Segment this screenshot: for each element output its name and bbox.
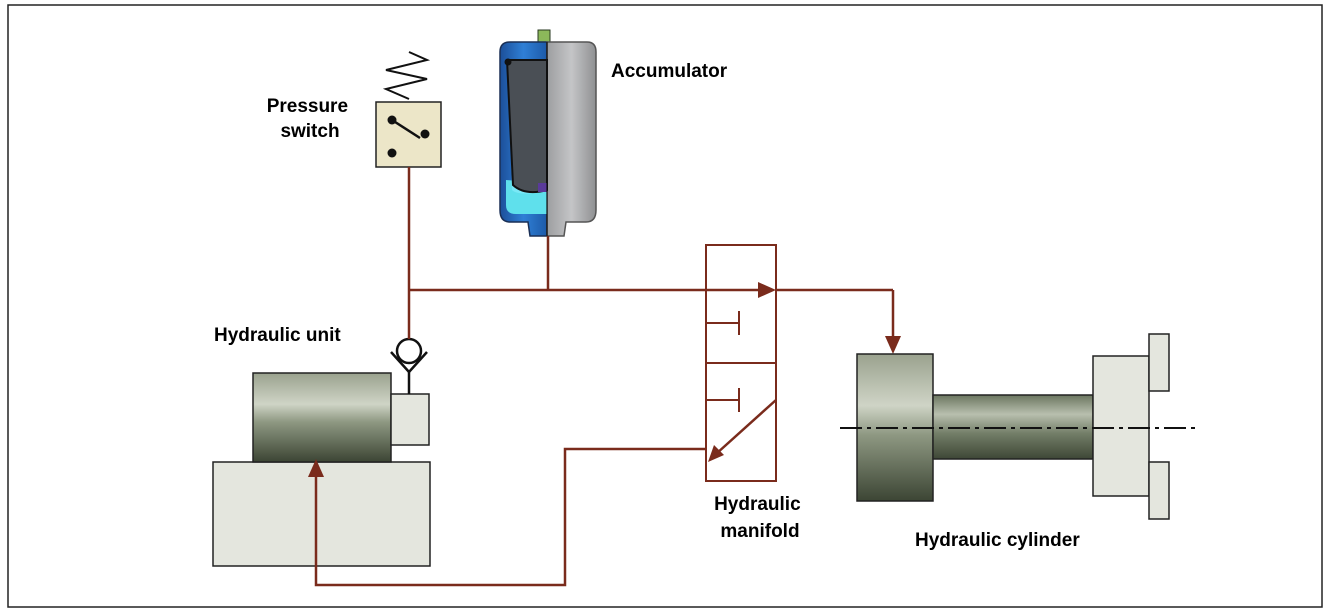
manifold-lower-block <box>705 362 777 482</box>
accumulator-label: Accumulator <box>611 61 728 82</box>
hydraulic-cylinder-label: Hydraulic cylinder <box>915 530 1080 551</box>
pipe-network <box>314 167 895 587</box>
pressure-switch <box>375 51 442 168</box>
check-valve-icon <box>390 337 428 394</box>
pressure-switch-label: Pressure switch <box>267 96 354 142</box>
flow-arrow-icon <box>885 336 901 354</box>
hydraulic-unit-motor <box>252 372 392 463</box>
hydraulic-manifold <box>705 244 777 482</box>
hydraulic-cylinder <box>840 333 1200 520</box>
cylinder-clamp-upper <box>1148 333 1170 392</box>
hydraulic-manifold-label: Hydraulic manifold <box>714 494 806 542</box>
accumulator <box>499 29 597 237</box>
manifold-upper-block <box>705 244 777 364</box>
hydraulic-unit-base <box>212 461 431 567</box>
pressure-switch-box <box>375 101 442 168</box>
pressure-switch-spring-icon <box>382 51 431 100</box>
hydraulic-unit-label: Hydraulic unit <box>214 325 341 346</box>
flow-arrow-icon <box>758 282 776 298</box>
cylinder-clamp-lower <box>1148 461 1170 520</box>
hydraulic-unit <box>212 372 431 567</box>
flow-arrow-icon <box>308 459 324 477</box>
hydraulic-unit-pump-block <box>390 393 430 446</box>
cylinder-end-block <box>1092 355 1150 497</box>
diagram-frame <box>7 4 1323 608</box>
